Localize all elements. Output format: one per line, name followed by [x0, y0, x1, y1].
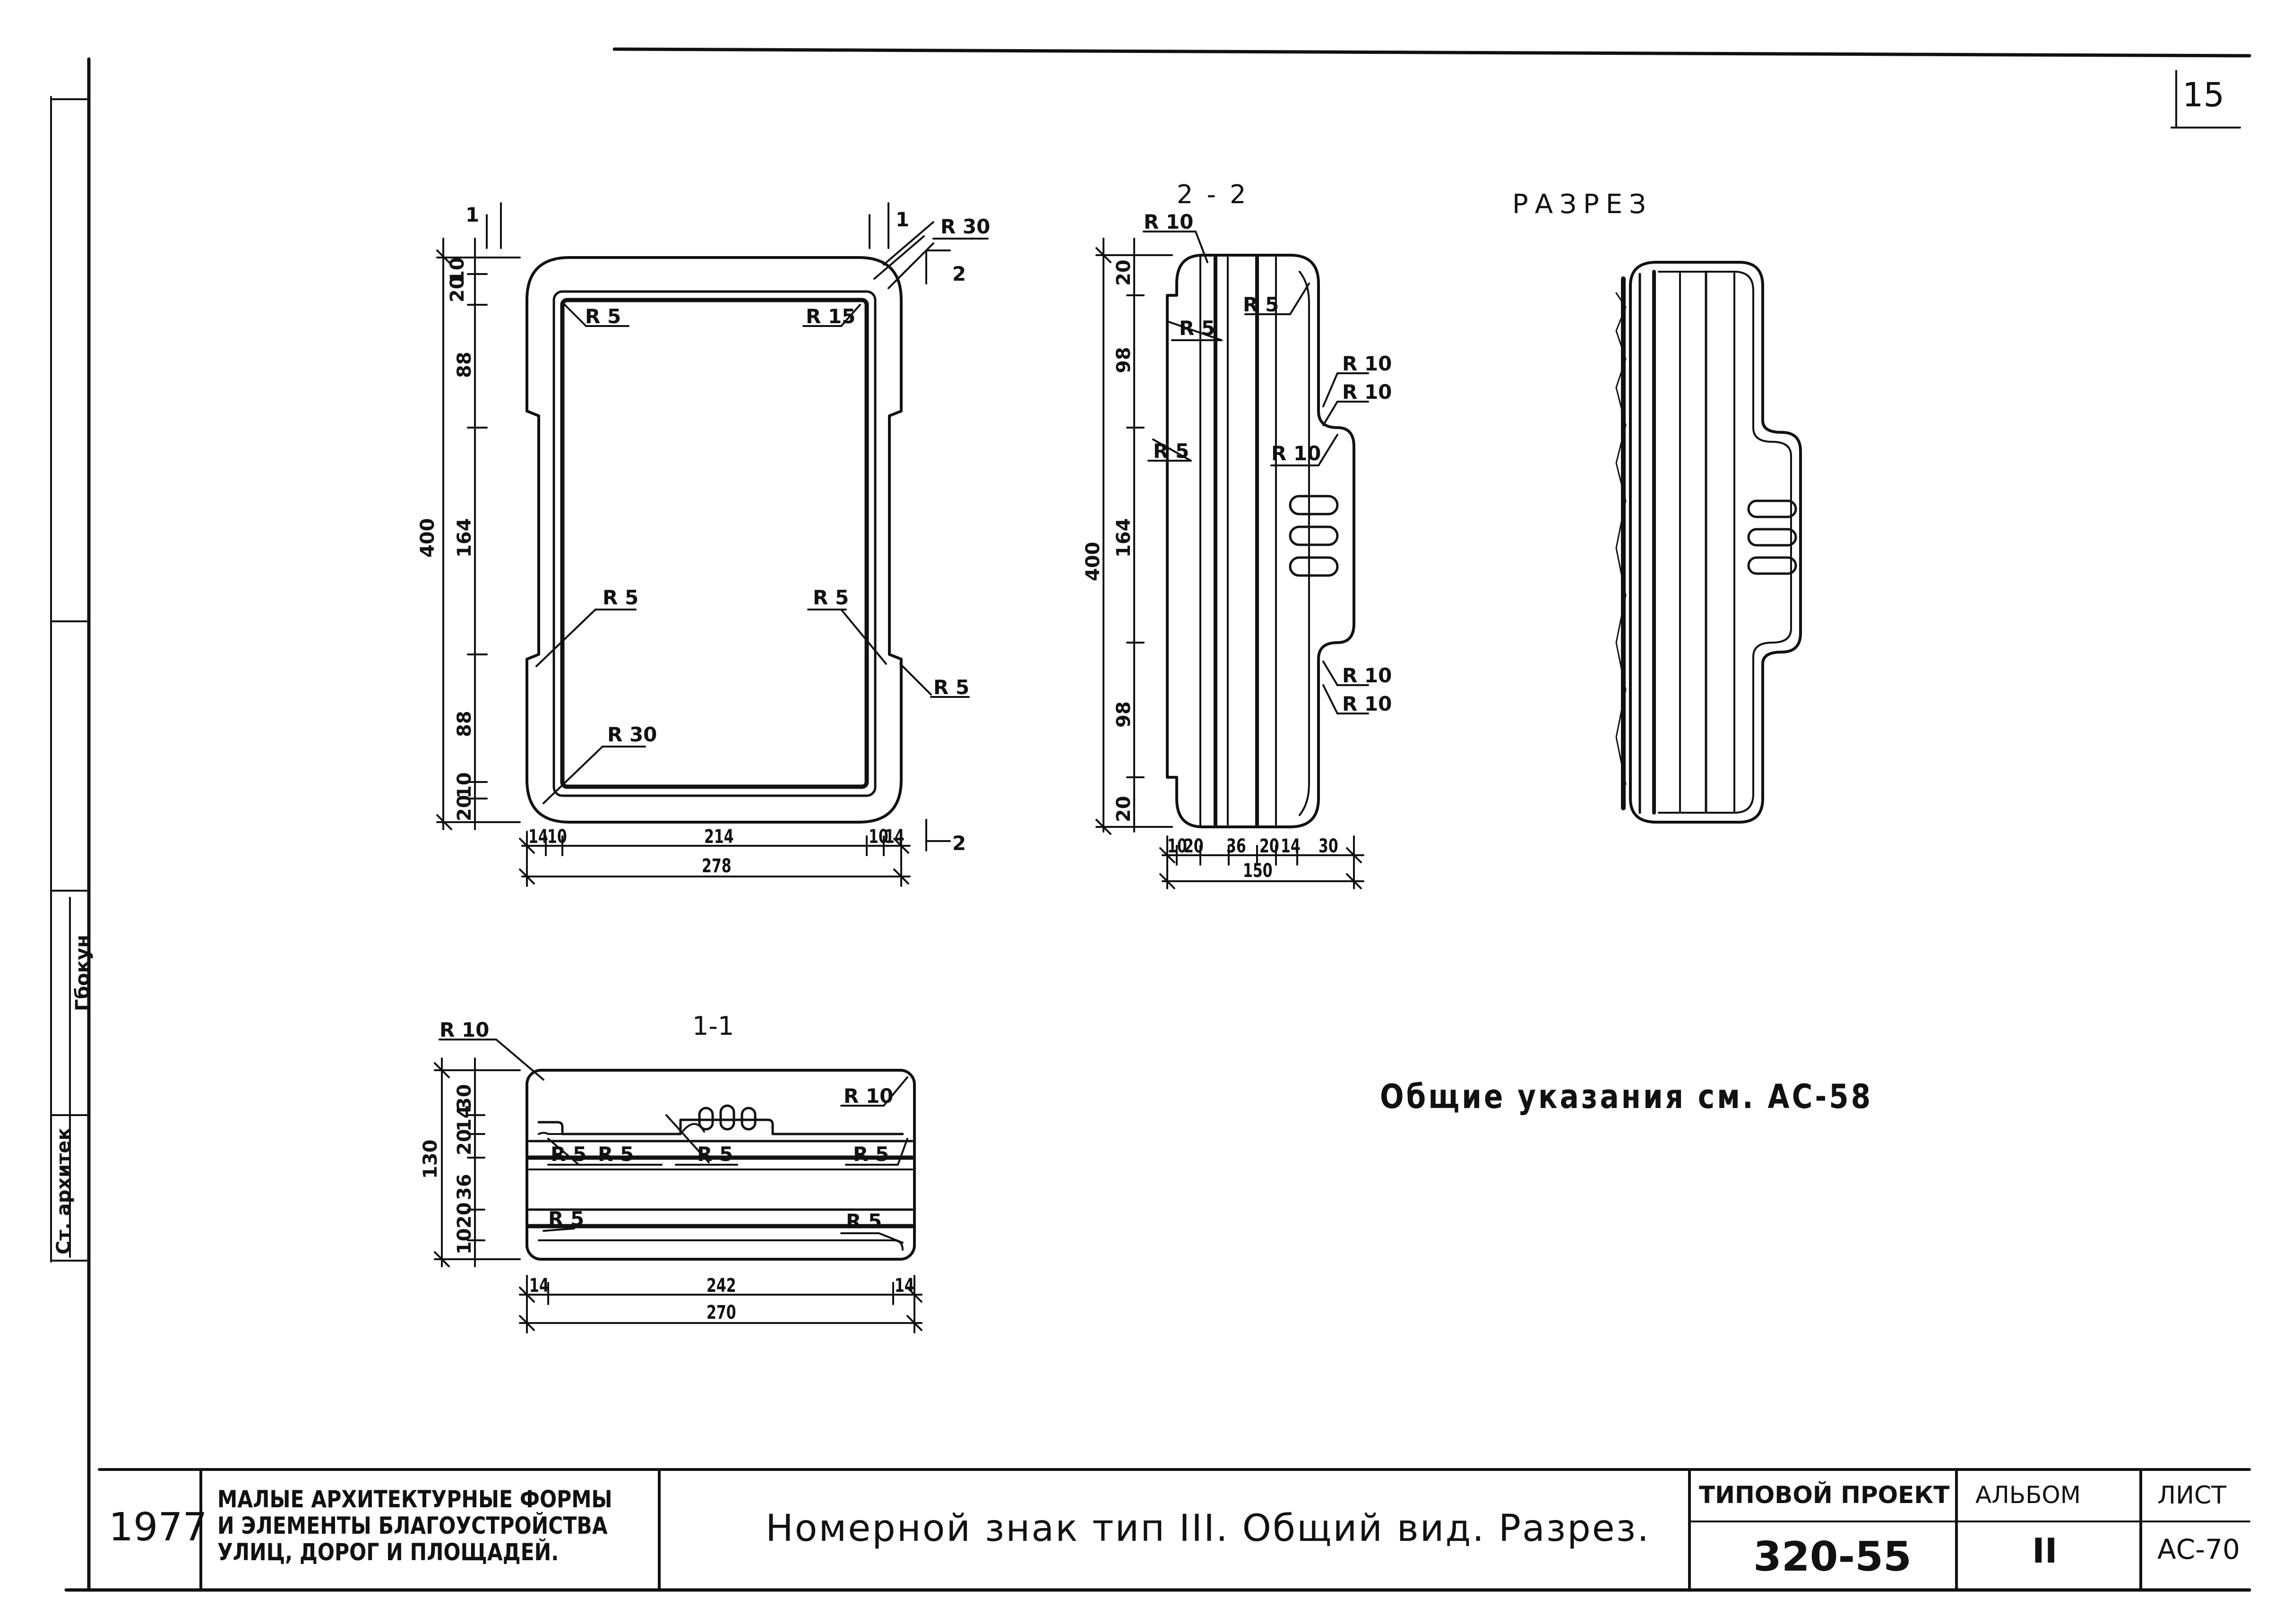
section-1-1-leaders: [439, 1039, 908, 1244]
title-block-album-caption-line2: и элементы благоустройства: [217, 1512, 608, 1539]
plan-label-r5-right-out: R 5: [933, 676, 970, 699]
s22-label-r10-c: R 10: [1271, 442, 1321, 465]
s22-label-r10-top: R 10: [1144, 210, 1194, 233]
plan-dim-h-14-left: 14: [528, 826, 548, 848]
s22-dim-v-20-bottom: 20: [1113, 796, 1135, 822]
side-stamp-frame: [50, 96, 90, 1263]
s22-label-r10-a: R 10: [1342, 352, 1392, 375]
s22-dim-v-98-bottom: 98: [1113, 701, 1135, 728]
s22-dim-h-total: 150: [1243, 860, 1273, 882]
general-note: Общие указания см. АС-58: [1380, 1077, 1873, 1116]
title-block-project-number: 320-55: [1753, 1533, 1912, 1581]
s22-label-r10-b: R 10: [1342, 380, 1392, 404]
section-2-2-leaders: [1143, 231, 1369, 714]
s11-label-r10-right: R 10: [844, 1084, 894, 1108]
plan-label-r5-left-mid: R 5: [603, 586, 639, 609]
s11-dim-v-14: 14: [454, 1105, 475, 1132]
side-stamp-name: Гбокун: [72, 935, 94, 1011]
section-view: [1615, 261, 1802, 824]
s11-label-r5-c: R 5: [697, 1143, 733, 1166]
s11-label-r5-f: R 5: [846, 1210, 882, 1233]
s22-dim-v-164: 164: [1113, 518, 1135, 558]
title-block-sheet-number: АС-70: [2157, 1533, 2240, 1565]
title-block-album-caption-line3: улиц, дорог и площадей.: [217, 1538, 559, 1566]
s22-dim-v-20-top: 20: [1113, 259, 1135, 286]
title-block-album-label: Альбом: [1975, 1481, 2081, 1509]
s11-label-r5-b: R 5: [598, 1143, 634, 1166]
plan-dim-h-214: 214: [704, 826, 734, 848]
corner-number-frame: [2171, 70, 2241, 129]
plan-label-r30-bottom: R 30: [607, 723, 657, 746]
plan-dim-v-88-top: 88: [454, 352, 475, 378]
plan-dim-v-88-bottom: 88: [454, 711, 475, 737]
plan-cut-mark-top-left: 1: [465, 203, 480, 226]
plan-label-r30-top: R 30: [940, 215, 991, 238]
s11-label-r5-d: R 5: [853, 1143, 889, 1166]
section-2-2-title: 2 - 2: [1177, 180, 1249, 209]
corner-sheet-number: 15: [2182, 76, 2225, 114]
s22-label-r10-d: R 10: [1342, 664, 1392, 687]
title-block-sheet-label: Лист: [2157, 1481, 2227, 1510]
plan-label-r15: R 15: [806, 305, 856, 328]
s22-dim-h-20-b: 20: [1259, 835, 1279, 857]
section-1-1-title: 1-1: [692, 1011, 734, 1041]
s11-dim-v-20-a: 20: [454, 1129, 475, 1155]
title-block-frame: [98, 1468, 2251, 1591]
plan-leaders: [535, 238, 989, 804]
s11-label-r10-left: R 10: [439, 1018, 490, 1041]
plan-dim-h-14-right: 14: [885, 826, 905, 848]
s11-dim-h-total: 270: [707, 1302, 736, 1323]
s22-label-r5-a: R 5: [1179, 317, 1215, 340]
s22-dim-h-20-a: 20: [1184, 835, 1204, 857]
section-2-2: [1166, 254, 1355, 828]
s11-dim-v-total: 130: [420, 1139, 441, 1179]
s22-dim-v-total: 400: [1082, 541, 1104, 582]
dimension-ticks: [434, 247, 1362, 1331]
s11-dim-h-14-right: 14: [895, 1275, 914, 1297]
plan-label-r5-top-left: R 5: [585, 305, 621, 328]
s11-label-r5-e: R 5: [548, 1207, 585, 1230]
sheet-frame: [64, 47, 2251, 1592]
section-view-title: Разрез: [1512, 189, 1653, 220]
title-block-album-caption-line1: Малые архитектурные формы: [217, 1486, 612, 1513]
s22-label-r10-e: R 10: [1342, 692, 1392, 715]
s22-dim-h-30: 30: [1318, 835, 1338, 857]
s11-dim-h-14-left: 14: [529, 1275, 549, 1297]
plan-cut-mark-right-bottom: 2: [952, 832, 966, 855]
s11-dim-v-20-b: 20: [454, 1202, 475, 1229]
plan-cut-mark-right-top: 2: [952, 262, 966, 285]
s22-dim-h-10: 10: [1167, 835, 1187, 857]
title-block-album-number: II: [2032, 1531, 2058, 1571]
side-stamp-role: Ст. архитек: [53, 1127, 75, 1255]
plan-dim-h-total: 278: [702, 855, 732, 877]
s11-dim-v-10: 10: [454, 1228, 475, 1255]
plan-dimension-lines: [436, 202, 951, 887]
plan-dim-h-10-right: 10: [869, 826, 888, 848]
s11-label-r5-a: R 5: [551, 1143, 587, 1166]
plan-dim-v-20-bottom: 20: [454, 795, 475, 821]
section-2-2-dimension-lines: [1095, 238, 1364, 889]
s22-dim-h-14: 14: [1281, 835, 1301, 857]
plan-view: [526, 221, 934, 824]
s11-dim-v-36: 36: [454, 1174, 475, 1200]
s11-dim-h-242: 242: [707, 1275, 736, 1297]
s22-dim-v-98-top: 98: [1113, 347, 1135, 373]
plan-dim-v-total: 400: [417, 518, 439, 558]
title-block-year: 1977: [109, 1505, 207, 1550]
title-block-project-label: Типовой проект: [1699, 1481, 1950, 1509]
plan-label-r5-right-mid: R 5: [813, 586, 849, 609]
title-block-sheet-title: Номерной знак тип III. Общий вид. Разрез…: [766, 1507, 1651, 1550]
plan-dim-v-20-top: 20: [447, 276, 468, 302]
s22-label-r5-c: R 5: [1153, 439, 1189, 463]
s22-dim-h-36: 36: [1226, 835, 1246, 857]
s22-label-r5-b: R 5: [1243, 293, 1279, 316]
plan-dim-h-10-left: 10: [547, 826, 567, 848]
plan-cut-mark-top-right: 1: [896, 208, 910, 231]
plan-dim-v-164: 164: [454, 518, 475, 558]
